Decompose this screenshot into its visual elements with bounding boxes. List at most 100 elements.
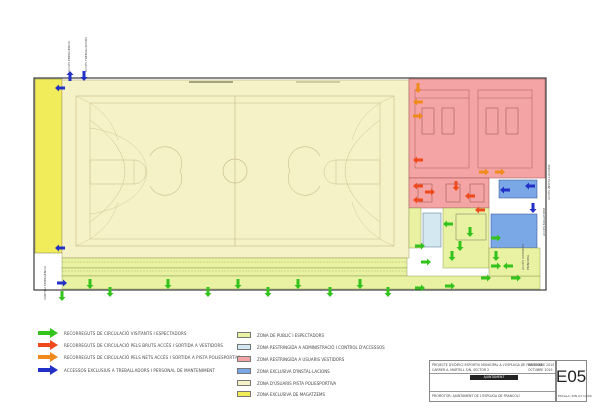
swatch-storage xyxy=(237,391,251,397)
top-access-label-2: ACCÉS TREBALLADORS xyxy=(83,37,88,72)
circulation-arrow-icon xyxy=(448,251,456,261)
zone-legend-admin-label: ZONA RESTRINGIDA A ADMINISTRACIÓ I CONTR… xyxy=(257,344,385,350)
swatch-admin xyxy=(237,344,251,350)
zone-legend-lockers: ZONA RESTRINGIDA A USUARIS VESTIDORS xyxy=(237,355,344,363)
date-value: OCTUBRE 2015 xyxy=(528,368,553,372)
locker-rooms-zone xyxy=(408,78,546,209)
circulation-arrow-icon xyxy=(204,287,212,297)
circulation-arrow-icon xyxy=(80,71,88,81)
circulation-arrow-icon xyxy=(164,279,172,289)
orange-arrow-icon xyxy=(38,352,58,362)
circulation-arrow-icon xyxy=(86,279,94,289)
circulation-arrow-icon xyxy=(491,262,501,270)
circulation-arrow-icon xyxy=(55,244,65,252)
project-title: PROJECTE D'EDIFICI ESPORTIU MUNICIPAL A … xyxy=(432,363,543,367)
circulation-arrow-icon xyxy=(495,168,505,176)
service-access-label: ACCÉS MAGATZEM xyxy=(541,208,546,236)
client-line: PROMOTOR: AJUNTAMENT DE L'ESPLUGA DE FRA… xyxy=(432,394,520,398)
legend-clean: RECORREGUTS DE CIRCULACIÓ PELS NETS ACCÉ… xyxy=(38,352,241,362)
circulation-arrow-icon xyxy=(415,284,425,292)
swatch-public xyxy=(237,332,251,338)
circulation-arrow-icon xyxy=(106,287,114,297)
main-hall xyxy=(442,207,490,269)
legend-clean-label: RECORREGUTS DE CIRCULACIÓ PELS NETS ACCÉ… xyxy=(64,354,242,360)
circulation-arrow-icon xyxy=(57,279,67,287)
project-address: CARRER A. MARTELL S/N, SECTOR 2 xyxy=(432,368,490,372)
circulation-arrow-icon xyxy=(413,156,423,164)
circulation-arrow-icon xyxy=(503,262,513,270)
public-bleachers xyxy=(61,257,541,290)
admin-zone xyxy=(422,212,442,248)
legend-visitors-label: RECORREGUTS DE CIRCULACIÓ VISITANTS I ES… xyxy=(64,330,187,336)
circulation-arrow-icon xyxy=(479,168,489,176)
circulation-arrow-icon xyxy=(66,71,74,81)
circulation-arrow-icon xyxy=(413,196,423,204)
circulation-arrow-icon xyxy=(264,287,272,297)
zone-legend-public-label: ZONA DE PUBLIC I ESPECTADORS xyxy=(257,332,324,338)
sheet-number: E05 xyxy=(556,367,587,386)
sheet-scale: ESCALA: DIN A3 1/200 xyxy=(558,394,592,398)
circulation-arrow-icon xyxy=(326,287,334,297)
circulation-arrow-icon xyxy=(452,181,460,191)
circulation-arrow-icon xyxy=(58,291,66,301)
zone-legend-court-label: ZONA D'USUARIS PISTA POLIESPORTIVA xyxy=(257,380,337,386)
circulation-arrow-icon xyxy=(425,188,435,196)
main-access-label-1: ACCÉS VISITANTS xyxy=(520,244,525,270)
zone-legend-storage: ZONA EXCLUSIVA DE MAGATZEMS xyxy=(237,390,325,398)
circulation-arrow-icon xyxy=(466,227,474,237)
legend-dirty: RECORREGUTS DE CIRCULACIÓ PELS BRUTS ACC… xyxy=(38,340,223,350)
title-block: PROJECTE D'EDIFICI ESPORTIU MUNICIPAL A … xyxy=(429,360,557,402)
access-hall xyxy=(408,207,422,249)
circulation-arrow-icon xyxy=(529,203,537,213)
circulation-arrow-icon xyxy=(443,220,453,228)
circulation-arrow-icon xyxy=(500,186,510,194)
date-label: SETEMBRE 2015 xyxy=(528,363,555,367)
sheet-box: E05 ESCALA: DIN A3 1/200 xyxy=(555,360,592,402)
circulation-arrow-icon xyxy=(234,279,242,289)
storage-zone xyxy=(34,78,63,254)
zone-legend-installations-label: ZONA EXCLUSIVA D'INSTAL·LACIONS xyxy=(257,368,330,374)
zone-legend-court: ZONA D'USUARIS PISTA POLIESPORTIVA xyxy=(237,379,336,387)
circulation-arrow-icon xyxy=(415,242,425,250)
wc-block xyxy=(455,213,487,241)
circulation-arrow-icon xyxy=(465,192,475,200)
swatch-lockers xyxy=(237,356,251,362)
green-arrow-icon xyxy=(38,328,58,338)
circulation-arrow-icon xyxy=(413,112,423,120)
legend-staff-label: ACCESSOS EXCLUSIUS A TREBALLADORS I PERS… xyxy=(64,367,215,373)
author-box: AJUNTAMENT xyxy=(470,375,518,380)
zone-legend-public: ZONA DE PUBLIC I ESPECTADORS xyxy=(237,331,324,339)
swatch-installations xyxy=(237,368,251,374)
circulation-arrow-icon xyxy=(55,84,65,92)
legend-dirty-label: RECORREGUTS DE CIRCULACIÓ PELS BRUTS ACC… xyxy=(64,342,224,348)
building-outline xyxy=(33,77,547,291)
circulation-arrow-icon xyxy=(492,251,500,261)
zone-legend-storage-label: ZONA EXCLUSIVA DE MAGATZEMS xyxy=(257,391,326,397)
circulation-arrow-icon xyxy=(481,274,491,282)
legend-visitors: RECORREGUTS DE CIRCULACIÓ VISITANTS I ES… xyxy=(38,328,186,338)
circulation-arrow-icon xyxy=(491,234,501,242)
left-access-label: SORTIDA EMERGÈNCIA xyxy=(42,265,47,300)
circulation-arrow-icon xyxy=(445,282,455,290)
circulation-arrow-icon xyxy=(511,274,521,282)
right-access-label: ACCÉS INSTAL·LACIONS xyxy=(546,164,551,200)
circulation-arrow-icon xyxy=(475,206,485,214)
circulation-arrow-icon xyxy=(525,182,535,190)
circulation-arrow-icon xyxy=(421,258,431,266)
zone-legend-admin: ZONA RESTRINGIDA A ADMINISTRACIÓ I CONTR… xyxy=(237,343,385,351)
circulation-arrows xyxy=(55,71,537,301)
zone-legend-installations: ZONA EXCLUSIVA D'INSTAL·LACIONS xyxy=(237,367,330,375)
red-arrow-icon xyxy=(38,340,58,350)
circulation-arrow-icon xyxy=(414,83,422,93)
circulation-arrow-icon xyxy=(384,287,392,297)
circulation-arrow-icon xyxy=(356,279,364,289)
top-access-label-1: ACCÉS EMERGÈNCIA xyxy=(66,40,71,72)
circulation-arrow-icon xyxy=(294,279,302,289)
circulation-arrow-icon xyxy=(456,241,464,251)
swatch-court xyxy=(237,380,251,386)
blue-arrow-icon xyxy=(38,365,58,375)
sports-court-area xyxy=(61,79,410,259)
circulation-arrow-icon xyxy=(413,182,423,190)
